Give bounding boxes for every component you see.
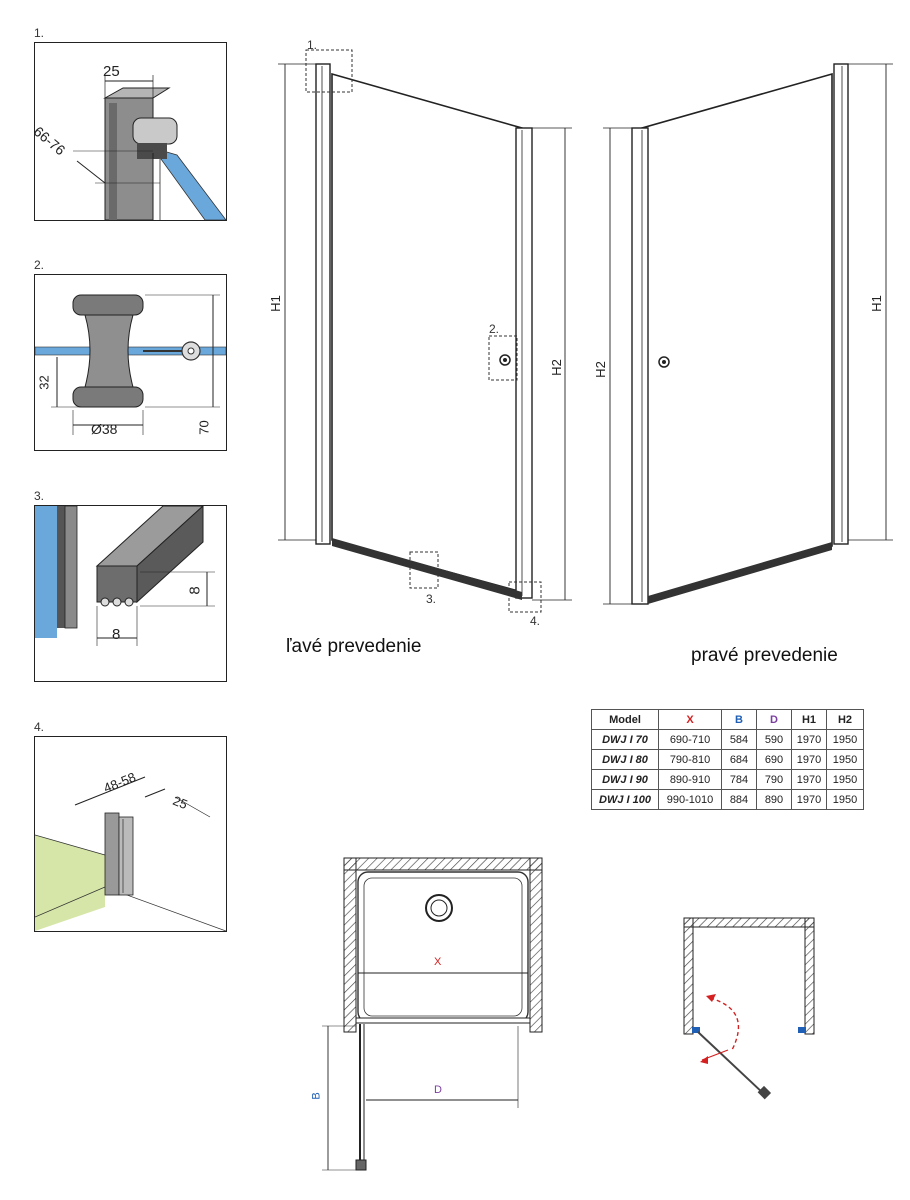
- left-door: [278, 49, 572, 613]
- cell-d: 690: [756, 749, 792, 770]
- plan-large: [322, 857, 543, 1171]
- table-header-row: Model X B D H1 H2: [591, 709, 864, 730]
- col-h1: H1: [791, 709, 827, 730]
- plan-d-label: D: [434, 1084, 442, 1096]
- callout-3: 3.: [426, 592, 437, 606]
- cell-h2: 1950: [826, 749, 864, 770]
- cell-x: 990-1010: [658, 789, 722, 810]
- detail-2-dim-diameter: Ø38: [91, 421, 118, 437]
- callout-1: 1.: [307, 38, 318, 52]
- cell-b: 584: [721, 729, 757, 750]
- cell-h2: 1950: [826, 729, 864, 750]
- table-row: DWJ I 70 690-710 584 590 1970 1950: [591, 729, 864, 750]
- right-variant-title: pravé prevedenie: [691, 645, 838, 666]
- cell-model: DWJ I 70: [591, 729, 659, 750]
- plan-views: [322, 857, 815, 1171]
- cell-d: 790: [756, 769, 792, 790]
- door-elevations: [278, 49, 893, 613]
- cell-h2: 1950: [826, 769, 864, 790]
- detail-4-panel: 48-58 25: [34, 736, 227, 932]
- table-row: DWJ I 100 990-1010 884 890 1970 1950: [591, 789, 864, 810]
- cell-b: 884: [721, 789, 757, 810]
- right-h2-label: H2: [592, 361, 608, 378]
- detail-2-drawing: [35, 294, 226, 435]
- cell-b: 684: [721, 749, 757, 770]
- col-h2: H2: [826, 709, 864, 730]
- detail-1-dim-width: 25: [103, 63, 120, 80]
- table-row: DWJ I 90 890-910 784 790 1970 1950: [591, 769, 864, 790]
- col-model: Model: [591, 709, 659, 730]
- col-x: X: [658, 709, 722, 730]
- detail-3-label: 3.: [34, 489, 45, 503]
- detail-2-label: 2.: [34, 258, 45, 272]
- cell-h1: 1970: [791, 789, 827, 810]
- cell-d: 590: [756, 729, 792, 750]
- detail-4-drawing: [35, 776, 226, 931]
- cell-h1: 1970: [791, 769, 827, 790]
- callout-2: 2.: [489, 322, 500, 336]
- left-h1-label: H1: [267, 295, 283, 312]
- dimension-table: Model X B D H1 H2 DWJ I 70 690-710 584 5…: [591, 709, 864, 810]
- cell-x: 690-710: [658, 729, 722, 750]
- cell-model: DWJ I 90: [591, 769, 659, 790]
- table-row: DWJ I 80 790-810 684 690 1970 1950: [591, 749, 864, 770]
- detail-4-label: 4.: [34, 720, 45, 734]
- cell-d: 890: [756, 789, 792, 810]
- cell-model: DWJ I 100: [591, 789, 659, 810]
- col-d: D: [756, 709, 792, 730]
- detail-1-drawing: [73, 75, 226, 220]
- right-door: [603, 63, 893, 605]
- left-h2-label: H2: [548, 359, 564, 376]
- cell-x: 890-910: [658, 769, 722, 790]
- detail-2-panel: 32 Ø38 70: [34, 274, 227, 451]
- detail-3-drawing: [35, 506, 215, 646]
- detail-1-label: 1.: [34, 26, 45, 40]
- cell-b: 784: [721, 769, 757, 790]
- cell-h1: 1970: [791, 749, 827, 770]
- detail-3-panel: 8 8: [34, 505, 227, 682]
- col-b: B: [721, 709, 757, 730]
- detail-1-panel: 25 66-76: [34, 42, 227, 221]
- cell-h2: 1950: [826, 789, 864, 810]
- plan-b-label: B: [310, 1092, 323, 1100]
- plan-small: [683, 917, 815, 1100]
- right-h1-label: H1: [868, 295, 884, 312]
- plan-x-label: X: [434, 956, 442, 968]
- cell-model: DWJ I 80: [591, 749, 659, 770]
- detail-3-dim-width: 8: [112, 626, 121, 643]
- cell-x: 790-810: [658, 749, 722, 770]
- callout-4: 4.: [530, 614, 541, 628]
- left-variant-title: ľavé prevedenie: [286, 636, 422, 657]
- cell-h1: 1970: [791, 729, 827, 750]
